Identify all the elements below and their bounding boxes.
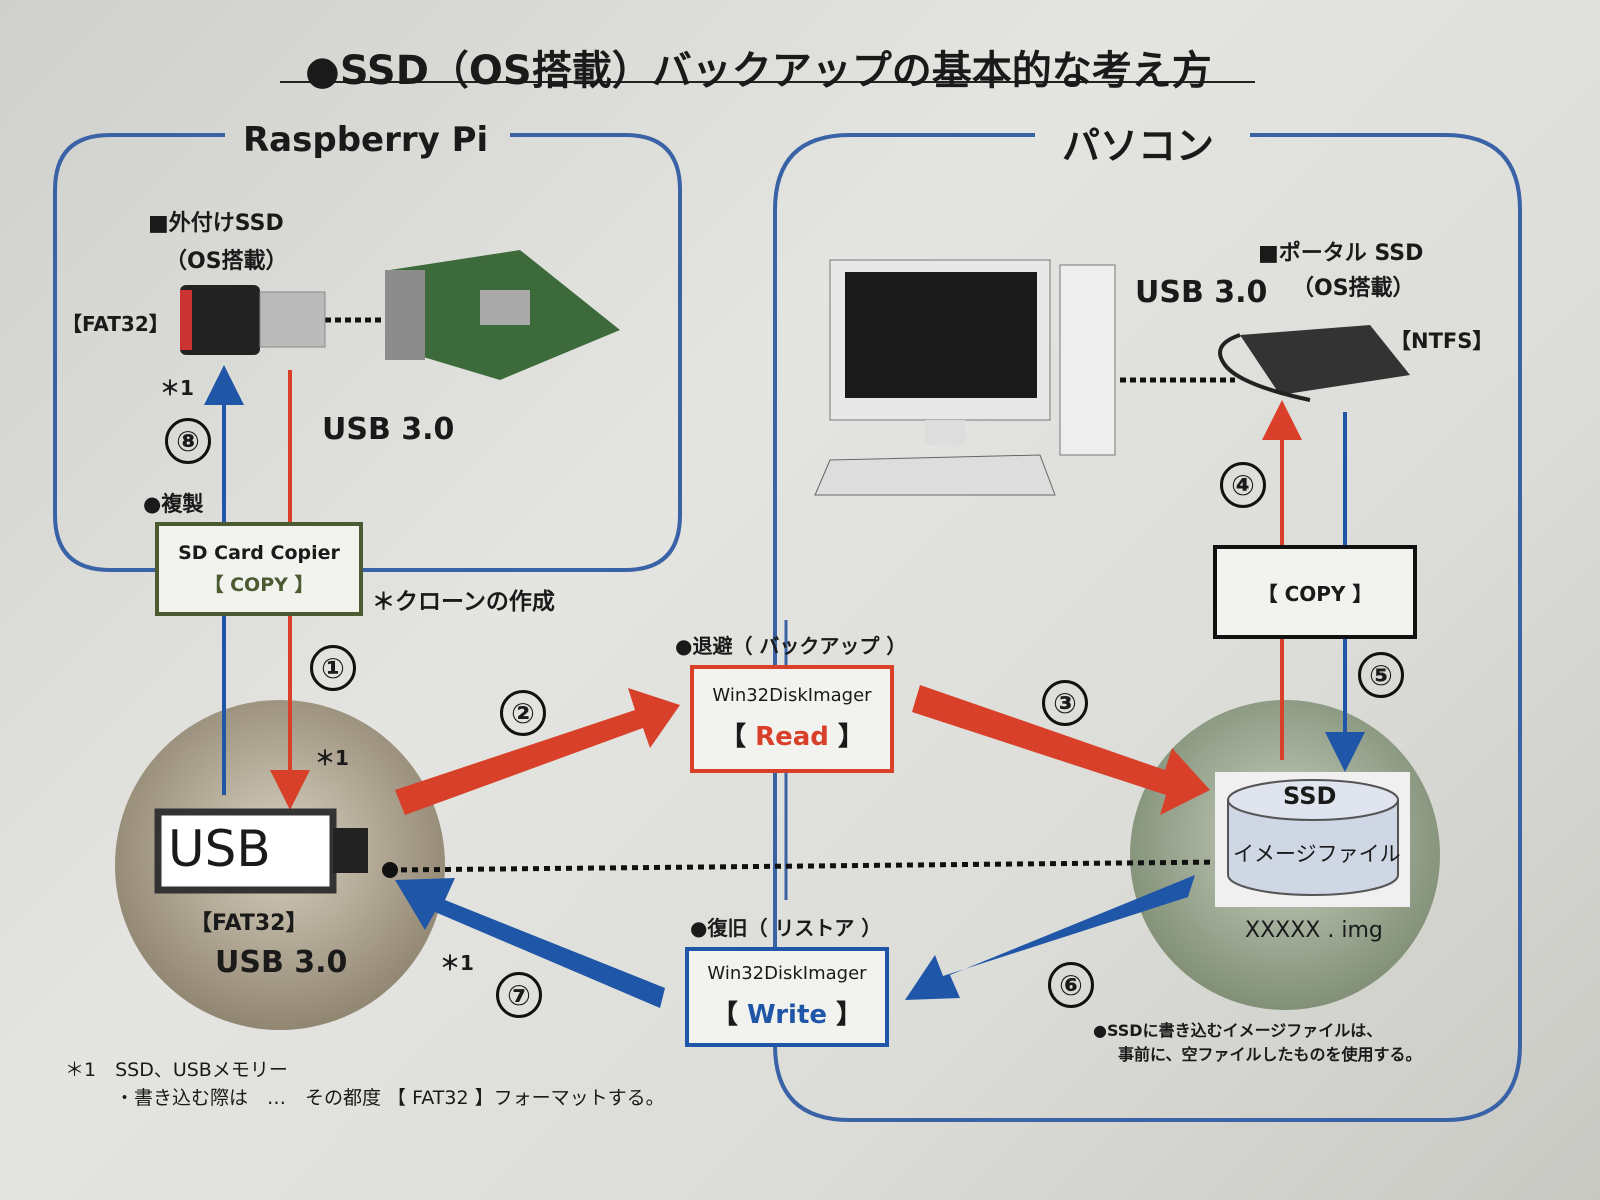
restore-heading: ●復旧（ リストア ）	[690, 916, 882, 940]
ssd-label: SSD	[1283, 782, 1337, 810]
image-note-2: 事前に、空ファイルしたものを使用する。	[1118, 1045, 1422, 1064]
external-ssd-label: ■外付けSSD	[148, 211, 284, 236]
pc-frame	[773, 133, 1522, 1122]
pc-label: パソコン	[1062, 124, 1215, 168]
image-note-1: ●SSDに書き込むイメージファイルは、	[1093, 1021, 1383, 1040]
sd-card-copier-action: 【 COPY 】	[204, 573, 314, 596]
star1-note: ＊1	[315, 746, 349, 770]
portable-ssd-label: ■ポータル SSD	[1258, 241, 1424, 266]
footnote-2: ・書き込む際は … その都度 【 FAT32 】フォーマットする。	[115, 1087, 665, 1109]
usb-label: USB	[168, 820, 271, 878]
restore-tool-name: Win32DiskImager	[707, 963, 867, 984]
backup-heading: ●退避（ バックアップ ）	[675, 634, 907, 658]
external-ssd-os-label: （OS搭載）	[165, 249, 288, 274]
raspberry-usb30-label: USB 3.0	[322, 412, 455, 447]
bracket: 】	[836, 1000, 863, 1030]
read-action: Read	[755, 722, 829, 752]
external-ssd-fat32: 【FAT32】	[62, 312, 169, 336]
portable-ssd-os-label: （OS搭載）	[1292, 276, 1415, 301]
step-7-badge: ⑦	[496, 972, 542, 1018]
portable-ssd-icon	[1218, 325, 1410, 402]
ssd-image-cylinder-icon	[1215, 772, 1410, 907]
sd-card-copier-name: SD Card Copier	[178, 541, 340, 564]
image-filename: XXXXX . img	[1245, 918, 1383, 943]
restore-arrow-7	[395, 878, 665, 1008]
pc-usb30-label: USB 3.0	[1135, 275, 1268, 310]
usb-stick-icon	[154, 808, 368, 894]
step-3-badge: ③	[1042, 680, 1088, 726]
usb-fat32: 【FAT32】	[190, 911, 308, 936]
restore-arrow-6	[905, 875, 1195, 1000]
usb-usb30: USB 3.0	[215, 945, 348, 980]
star1-note: ＊1	[440, 951, 474, 975]
desktop-pc-icon	[814, 259, 1116, 496]
step-8-badge: ⑧	[165, 418, 211, 464]
pc-copy-label: 【 COPY 】	[1257, 581, 1373, 606]
page-title: ●SSD（OS搭載）バックアップの基本的な考え方	[305, 48, 1212, 94]
backup-read-box: Win32DiskImager 【 Read 】	[690, 665, 894, 773]
backup-tool-name: Win32DiskImager	[712, 685, 872, 706]
step-2-badge: ②	[500, 690, 546, 736]
external-ssd-icon	[180, 285, 326, 355]
star1-note: ＊1	[160, 376, 194, 400]
raspberry-pi-label: Raspberry Pi	[243, 120, 489, 160]
bracket: 【	[720, 722, 747, 752]
sd-card-copier-box: SD Card Copier 【 COPY 】	[155, 522, 363, 616]
image-file-label: イメージファイル	[1233, 842, 1401, 866]
portable-ssd-ntfs: 【NTFS】	[1390, 329, 1494, 353]
raspberry-pi-frame	[53, 133, 682, 572]
backup-arrow-2	[395, 688, 680, 815]
step-1-badge: ①	[310, 645, 356, 691]
step-5-badge: ⑤	[1358, 652, 1404, 698]
clone-label: ●複製	[143, 492, 204, 516]
step-6-badge: ⑥	[1048, 962, 1094, 1008]
pc-copy-box: 【 COPY 】	[1213, 545, 1417, 639]
raspberry-pi-board-icon	[385, 250, 620, 380]
backup-arrow-3	[912, 685, 1210, 815]
footnote-1: ＊1 SSD、USBメモリー	[65, 1059, 288, 1081]
restore-write-box: Win32DiskImager 【 Write 】	[685, 947, 889, 1047]
bracket: 】	[837, 722, 864, 752]
write-action: Write	[746, 1000, 828, 1030]
bracket: 【	[711, 1000, 738, 1030]
clone-note: ＊クローンの作成	[372, 589, 555, 615]
step-4-badge: ④	[1220, 462, 1266, 508]
